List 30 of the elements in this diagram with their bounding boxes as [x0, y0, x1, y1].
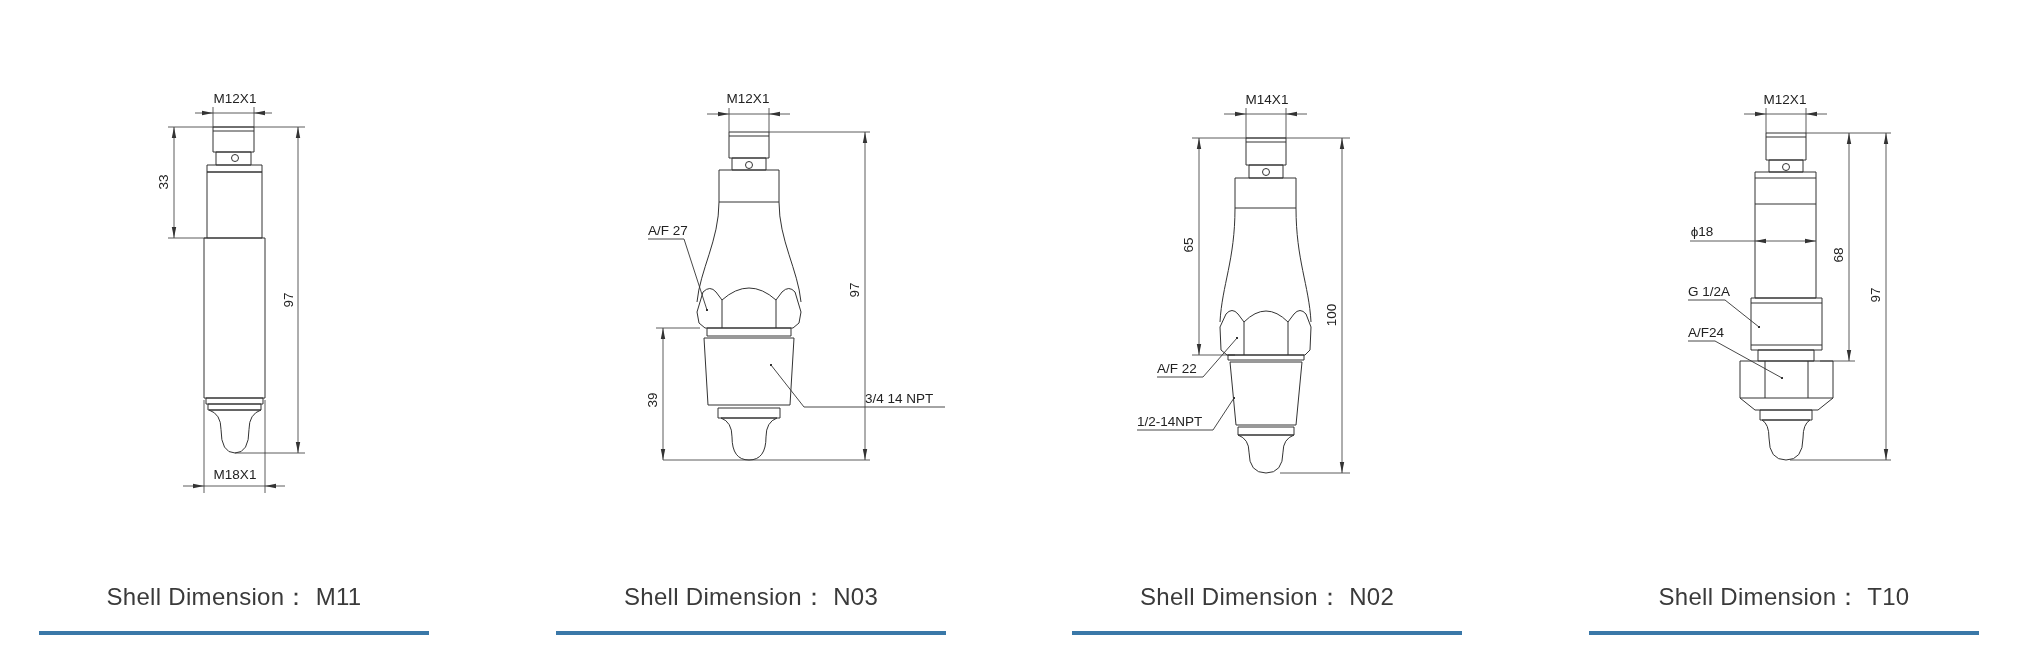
dimension-value: M12X1 [726, 92, 770, 106]
hex-nut-drawing [1739, 360, 1834, 399]
dimension-value: M12X1 [1763, 93, 1807, 107]
callout-label: 1/2-14NPT [1137, 414, 1203, 430]
callout-label: A/F 27 [648, 223, 688, 239]
hex-nut-drawing [1219, 310, 1312, 356]
callout-label: 3/4 14 NPT [865, 391, 945, 407]
dimension-value: M12X1 [213, 92, 257, 106]
thread-section-drawing [1229, 361, 1303, 426]
thread-section-drawing [703, 337, 795, 406]
callout-label: A/F 22 [1157, 361, 1197, 377]
model-caption: Shell Dimension： N02 [1139, 585, 1395, 609]
dimension-value: 100 [1325, 303, 1339, 327]
model-caption: Shell Dimension： M11 [106, 585, 362, 609]
dimension-value: M18X1 [213, 468, 257, 482]
dimension-value: 68 [1832, 247, 1846, 263]
thread-section-drawing [1750, 297, 1823, 351]
dimension-value: M14X1 [1245, 93, 1289, 107]
dimension-value: 65 [1182, 237, 1196, 253]
hex-nut-drawing [696, 287, 802, 329]
callout-label: A/F24 [1688, 325, 1725, 341]
dimension-value: 97 [848, 282, 862, 298]
model-caption: Shell Dimension： N03 [623, 585, 879, 609]
dimension-value: 39 [646, 392, 660, 408]
model-caption: Shell Dimension： T10 [1658, 585, 1910, 609]
callout-label: G 1/2A [1688, 284, 1731, 300]
dimension-value: 33 [157, 174, 171, 190]
dimension-value: 97 [282, 292, 296, 308]
dimension-value: 97 [1869, 287, 1883, 303]
dimension-value: ϕ18 [1690, 225, 1714, 239]
